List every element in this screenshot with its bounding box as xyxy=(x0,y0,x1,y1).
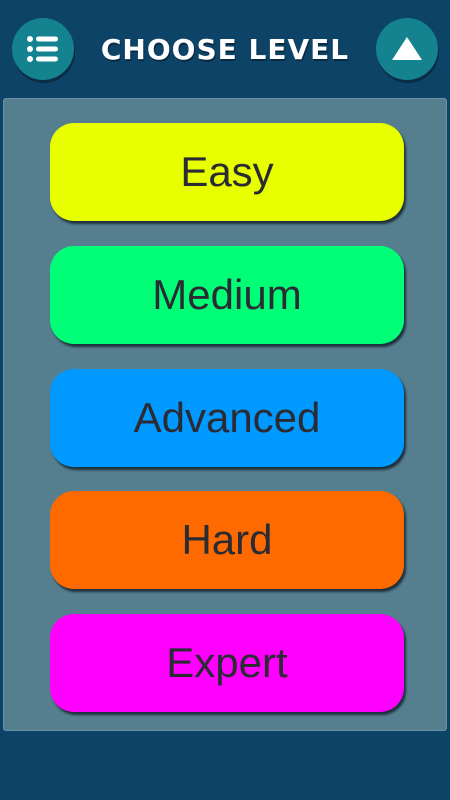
level-button-advanced[interactable]: Advanced xyxy=(50,369,404,467)
level-button-expert[interactable]: Expert xyxy=(50,614,404,712)
page-title: CHOOSE LEVEL xyxy=(100,33,350,66)
level-label: Advanced xyxy=(133,394,321,441)
level-label: Medium xyxy=(152,271,302,318)
level-label: Easy xyxy=(180,148,274,195)
top-bar: CHOOSE LEVEL xyxy=(0,0,450,98)
triangle-up-icon xyxy=(390,35,424,63)
list-icon xyxy=(26,34,60,64)
level-button-easy[interactable]: Easy xyxy=(50,123,404,221)
level-button-medium[interactable]: Medium xyxy=(50,246,404,344)
menu-button[interactable] xyxy=(12,18,74,80)
level-label: Expert xyxy=(166,639,288,686)
level-panel: Easy Medium Advanced Hard Expert xyxy=(3,98,447,731)
level-label: Hard xyxy=(181,516,273,563)
up-button[interactable] xyxy=(376,18,438,80)
level-button-hard[interactable]: Hard xyxy=(50,491,404,589)
